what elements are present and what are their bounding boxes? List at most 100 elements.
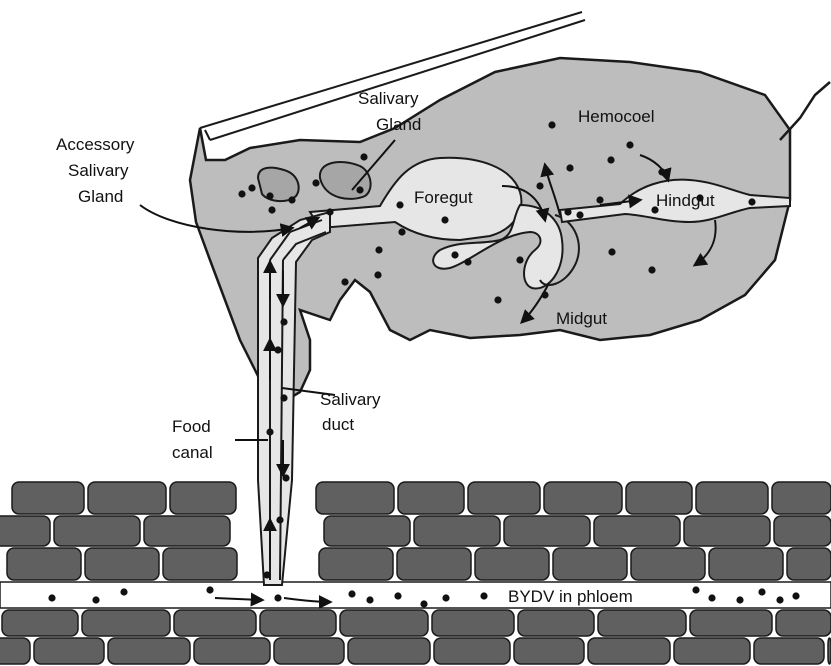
label-accessory-1: Accessory [56, 135, 135, 154]
label-salivary-duct-2: duct [322, 415, 354, 434]
plant-cell [170, 482, 236, 514]
virus-particle [276, 516, 283, 523]
virus-particle [374, 271, 381, 278]
virus-particle [282, 474, 289, 481]
antenna [780, 82, 830, 140]
plant-cell-layer-upper [0, 482, 831, 580]
virus-particle [206, 586, 213, 593]
virus-particle [238, 190, 245, 197]
plant-cell [85, 548, 159, 580]
virus-particle [566, 164, 573, 171]
plant-cell [0, 516, 50, 546]
leg-tip [205, 130, 210, 140]
virus-particle [441, 216, 448, 223]
plant-cell [316, 482, 394, 514]
virus-particle [494, 296, 501, 303]
virus-particle [280, 394, 287, 401]
plant-cell [54, 516, 140, 546]
virus-particle [516, 256, 523, 263]
label-phloem: BYDV in phloem [508, 587, 633, 606]
plant-cell [34, 638, 104, 664]
plant-cell [631, 548, 705, 580]
virus-particle [564, 208, 571, 215]
virus-particle [596, 196, 603, 203]
virus-particle [576, 211, 583, 218]
virus-particle [280, 318, 287, 325]
label-accessory-2: Salivary [68, 161, 129, 180]
virus-particle [608, 248, 615, 255]
plant-cell [163, 548, 237, 580]
virus-particle [341, 278, 348, 285]
virus-particle [120, 588, 127, 595]
plant-cell [88, 482, 166, 514]
virus-particle [464, 258, 471, 265]
plant-cell [7, 548, 81, 580]
virus-particle [398, 228, 405, 235]
plant-cell [787, 548, 831, 580]
plant-cell [684, 516, 770, 546]
plant-cell [174, 610, 256, 636]
plant-cell [588, 638, 670, 664]
plant-cell [504, 516, 590, 546]
virus-particle [268, 206, 275, 213]
label-salivary-gland-1: Salivary [358, 89, 419, 108]
virus-particle [288, 196, 295, 203]
plant-cell [348, 638, 430, 664]
plant-cell [414, 516, 500, 546]
virus-particle [48, 594, 55, 601]
virus-particle [607, 156, 614, 163]
label-food-canal-1: Food [172, 417, 211, 436]
plant-cell [514, 638, 584, 664]
plant-cell [194, 638, 270, 664]
plant-cell [434, 638, 510, 664]
virus-particle [356, 186, 363, 193]
virus-particle [312, 179, 319, 186]
virus-particle [266, 192, 273, 199]
virus-particle [326, 208, 333, 215]
plant-cell [674, 638, 750, 664]
plant-cell [319, 548, 393, 580]
virus-particle [776, 596, 783, 603]
plant-cell [544, 482, 622, 514]
plant-cell [475, 548, 549, 580]
plant-cell [274, 638, 344, 664]
virus-particle [274, 346, 281, 353]
plant-cell [776, 610, 831, 636]
plant-cell [82, 610, 170, 636]
plant-cell [12, 482, 84, 514]
virus-particle [442, 594, 449, 601]
label-foregut: Foregut [414, 188, 473, 207]
plant-cell [598, 610, 686, 636]
plant-cell [468, 482, 540, 514]
virus-particle [758, 588, 765, 595]
plant-cell [0, 638, 30, 664]
label-salivary-gland-2: Gland [376, 115, 421, 134]
plant-cell [144, 516, 230, 546]
virus-particle [736, 596, 743, 603]
virus-particle [541, 291, 548, 298]
virus-particle [266, 428, 273, 435]
plant-cell [690, 610, 772, 636]
virus-particle [708, 594, 715, 601]
virus-particle [792, 592, 799, 599]
plant-cell [594, 516, 680, 546]
plant-cell [774, 516, 831, 546]
plant-cell [260, 610, 336, 636]
virus-particle [263, 571, 270, 578]
virus-particle [626, 141, 633, 148]
label-accessory-3: Gland [78, 187, 123, 206]
plant-cell [553, 548, 627, 580]
virus-particle [366, 596, 373, 603]
label-midgut: Midgut [556, 309, 607, 328]
virus-particle [248, 184, 255, 191]
label-salivary-duct-1: Salivary [320, 390, 381, 409]
virus-particle [451, 251, 458, 258]
plant-cell [772, 482, 831, 514]
label-hemocoel: Hemocoel [578, 107, 655, 126]
virus-particle [396, 201, 403, 208]
virus-particle [375, 246, 382, 253]
virus-particle [92, 596, 99, 603]
plant-cell [432, 610, 514, 636]
label-food-canal-2: canal [172, 443, 213, 462]
